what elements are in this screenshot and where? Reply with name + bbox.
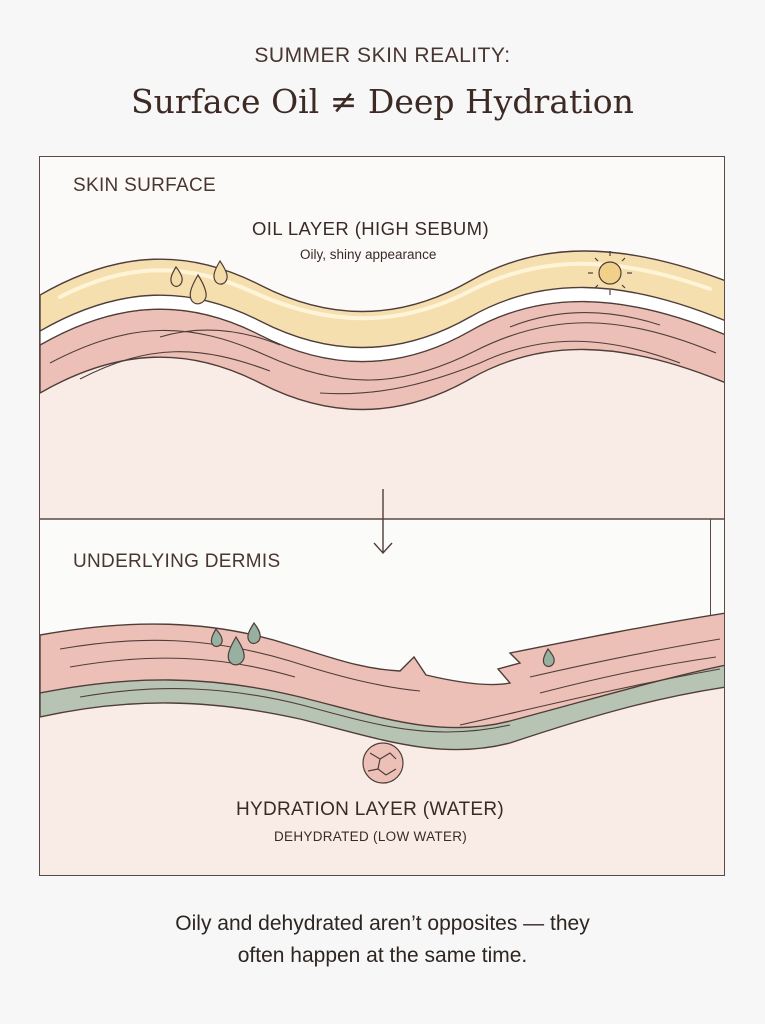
diagram-illustration [40,157,724,875]
header: SUMMER SKIN REALITY: Surface Oil ≠ Deep … [0,44,765,121]
diagram-frame: SKIN SURFACE OIL LAYER (HIGH SEBUM) Oily… [39,156,725,876]
diagram-title: Surface Oil ≠ Deep Hydration [131,82,634,121]
oil-sheen [58,261,712,321]
sun-icon [588,251,632,295]
oil-layer-title: OIL LAYER (HIGH SEBUM) [252,218,490,239]
top-lower-skin [40,349,724,519]
hydration-layer-title: HYDRATION LAYER (WATER) [236,799,504,820]
caption-line-2: often happen at the same time. [237,944,528,967]
cracked-cell-icon [362,742,404,784]
top-section-label: SKIN SURFACE [73,175,216,196]
arrow-down-icon [373,489,393,555]
caption-line-1: Oily and dehydrated aren’t opposites — t… [175,912,590,935]
diagram-kicker: SUMMER SKIN REALITY: [254,44,511,67]
bottom-section-label: UNDERLYING DERMIS [73,551,281,572]
caption: Oily and dehydrated aren’t opposites — t… [0,908,765,972]
top-dermis-texture [49,312,717,395]
hydration-layer-subtitle: DEHYDRATED (LOW WATER) [274,829,468,844]
bottom-dermis-texture [59,638,721,733]
oil-droplet-icon [170,259,228,305]
oil-layer-subtitle: Oily, shiny appearance [300,247,437,262]
water-droplet-icon [210,621,555,668]
